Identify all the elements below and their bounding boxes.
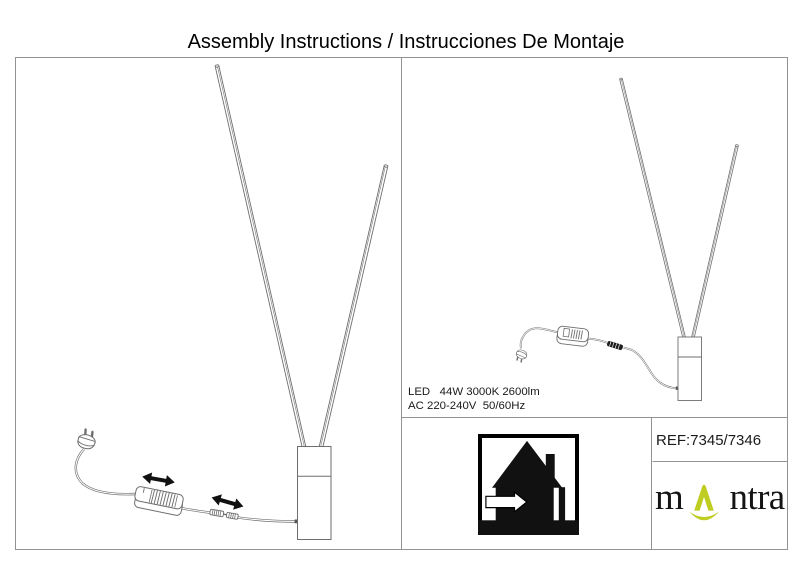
enter-arrow-icon: [485, 490, 528, 514]
lamp-drawing-large: [74, 64, 389, 540]
frame-borders: [15, 57, 788, 550]
brand-smile-icon: [689, 511, 719, 521]
cable-connector-small: [607, 341, 623, 350]
rod-right-large: [318, 165, 389, 448]
lamp-base-large: [294, 446, 332, 540]
brand-caret-icon: [694, 484, 714, 511]
rod-left-large: [214, 65, 307, 448]
indoor-use-icon: [478, 434, 579, 535]
power-plug-large: [75, 426, 99, 452]
lamp-rods-large: [214, 64, 389, 448]
power-plug-small: [513, 348, 529, 364]
page-title: Assembly Instructions / Instrucciones De…: [187, 31, 625, 53]
slide-arrows: [142, 472, 244, 510]
cable-connectors-large: [209, 508, 239, 520]
brand-logo-art: [689, 484, 719, 521]
power-cable-large: [74, 448, 298, 523]
lamp-drawing-small: [513, 77, 739, 401]
double-arrow-icon: [211, 494, 244, 510]
lamp-rods-small: [619, 77, 739, 338]
reference-label: REF:7345/7346: [656, 431, 762, 449]
power-cable-small: [519, 327, 679, 390]
driver-box-small: [556, 325, 590, 347]
driver-box-large: [134, 486, 184, 516]
lamp-base-small: [675, 336, 702, 401]
double-arrow-icon: [142, 472, 175, 487]
spec-line-ac: AC 220-240V 50/60Hz: [408, 400, 526, 412]
spec-block: LED 44W 3000K 2600lm AC 220-240V 50/60Hz: [408, 386, 540, 413]
brand-letters-ntra: ntra: [729, 477, 786, 519]
spec-line-led: LED 44W 3000K 2600lm: [408, 386, 540, 399]
brand-letter-m: m: [655, 477, 684, 519]
